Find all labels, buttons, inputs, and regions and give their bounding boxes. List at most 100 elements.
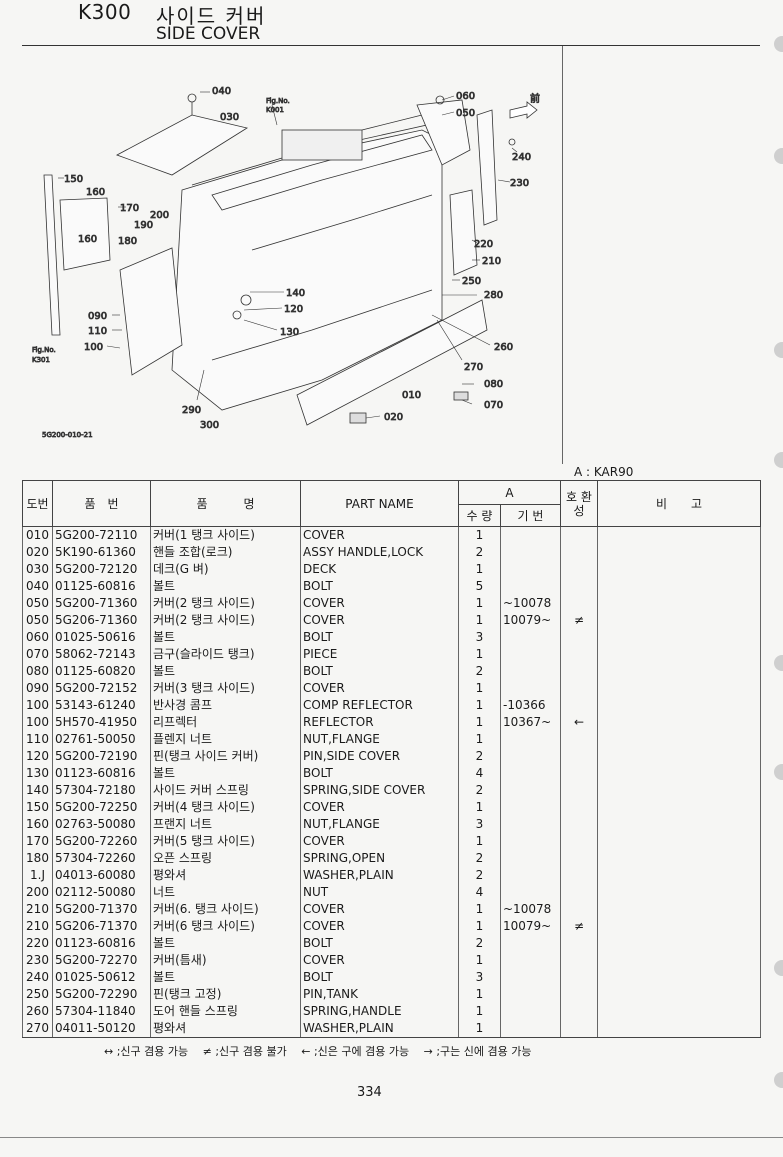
remarks-cell xyxy=(597,765,761,782)
korean-name-cell: 핀(탱크 고정) xyxy=(150,986,301,1003)
ref-no-cell: 120 xyxy=(22,748,53,765)
diagram-column-divider xyxy=(562,46,563,464)
korean-name-cell: 데크(G 벼) xyxy=(150,561,301,578)
header-remarks: 비 고 xyxy=(597,480,761,527)
ref-no-cell: 210 xyxy=(22,918,53,935)
part-name-cell: REFLECTOR xyxy=(300,714,459,731)
korean-name-cell: 커버(5 탱크 사이드) xyxy=(150,833,301,850)
quantity-cell: 1 xyxy=(458,680,501,697)
quantity-cell: 1 xyxy=(458,646,501,663)
ref-no-cell: 170 xyxy=(22,833,53,850)
callout-080: 080 xyxy=(484,379,503,390)
korean-name-cell: 커버(3 탱크 사이드) xyxy=(150,680,301,697)
compatibility-cell xyxy=(560,544,598,561)
part-number-cell: 5G200-71360 xyxy=(52,595,151,612)
ref-no-cell: 130 xyxy=(22,765,53,782)
header-name-korean: 품 명 xyxy=(150,480,301,527)
part-name-cell: BOLT xyxy=(300,663,459,680)
ref-no-cell: 030 xyxy=(22,561,53,578)
korean-name-cell: 볼트 xyxy=(150,765,301,782)
page-title-english: SIDE COVER xyxy=(156,24,261,44)
quantity-cell: 1 xyxy=(458,986,501,1003)
korean-name-cell: 볼트 xyxy=(150,629,301,646)
callout-020: 020 xyxy=(384,412,403,423)
callout-120: 120 xyxy=(284,304,303,315)
page-title-korean: 사이드 커버 xyxy=(156,4,267,28)
remarks-cell xyxy=(597,867,761,884)
part-number-cell: 01125-60816 xyxy=(52,578,151,595)
korean-name-cell: 프랜지 너트 xyxy=(150,816,301,833)
part-number-cell: 01123-60816 xyxy=(52,935,151,952)
quantity-cell: 1 xyxy=(458,731,501,748)
binder-hole-mark xyxy=(774,960,783,976)
part-name-cell: COVER xyxy=(300,799,459,816)
korean-name-cell: 금구(슬라이드 탱크) xyxy=(150,646,301,663)
korean-name-cell: 볼트 xyxy=(150,935,301,952)
part-name-cell: SPRING,SIDE COVER xyxy=(300,782,459,799)
serial-range-cell xyxy=(500,765,561,782)
remarks-cell xyxy=(597,544,761,561)
callout-270: 270 xyxy=(464,362,483,373)
ref-no-cell: 160 xyxy=(22,816,53,833)
quantity-cell: 1 xyxy=(458,918,501,935)
ref-no-cell: 050 xyxy=(22,612,53,629)
serial-range-cell xyxy=(500,663,561,680)
serial-range-cell xyxy=(500,969,561,986)
ref-no-cell: 210 xyxy=(22,901,53,918)
remarks-cell xyxy=(597,748,761,765)
callout-160-lower: 160 xyxy=(78,234,97,245)
bracket-170 xyxy=(59,197,111,271)
ref-no-cell: 060 xyxy=(22,629,53,646)
compatibility-cell xyxy=(560,969,598,986)
part-number-cell: 02112-50080 xyxy=(52,884,151,901)
callout-250: 250 xyxy=(462,276,481,287)
remarks-cell xyxy=(597,952,761,969)
quantity-cell: 1 xyxy=(458,833,501,850)
tank-ridge xyxy=(251,194,433,251)
pin-120 xyxy=(232,310,242,320)
serial-range-cell xyxy=(500,731,561,748)
quantity-cell: 2 xyxy=(458,935,501,952)
cover-230 xyxy=(476,109,498,226)
compatibility-cell xyxy=(560,850,598,867)
compatibility-cell xyxy=(560,578,598,595)
tank-top-panel xyxy=(211,134,433,211)
serial-range-cell xyxy=(500,1020,561,1038)
part-name-cell: BOLT xyxy=(300,969,459,986)
part-number-cell: 5G200-72250 xyxy=(52,799,151,816)
part-name-cell: BOLT xyxy=(300,765,459,782)
remarks-cell xyxy=(597,782,761,799)
piece-070 xyxy=(453,391,469,401)
part-name-cell: COVER xyxy=(300,680,459,697)
ref-no-cell: 1.J xyxy=(22,867,53,884)
callout-060: 060 xyxy=(456,91,475,102)
serial-range-cell xyxy=(500,935,561,952)
deck-panel xyxy=(116,114,249,176)
ref-no-cell: 070 xyxy=(22,646,53,663)
compatibility-cell xyxy=(560,526,598,544)
ref-no-cell: 110 xyxy=(22,731,53,748)
compatibility-cell xyxy=(560,561,598,578)
part-number-cell: 5G200-72110 xyxy=(52,526,151,544)
compatibility-cell xyxy=(560,663,598,680)
korean-name-cell: 핸들 조합(로크) xyxy=(150,544,301,561)
serial-range-cell xyxy=(500,680,561,697)
binder-hole-mark xyxy=(774,452,783,468)
compatibility-cell: ≠ xyxy=(560,612,598,629)
callout-150: 150 xyxy=(64,174,83,185)
fig-ref-k301-label: Fig.No. xyxy=(32,346,56,354)
part-name-cell: NUT xyxy=(300,884,459,901)
callout-110: 110 xyxy=(88,326,107,337)
binder-hole-mark xyxy=(774,655,783,671)
header-serial-range: 기 번 xyxy=(500,504,561,527)
binder-hole-mark xyxy=(774,764,783,780)
remarks-cell xyxy=(597,1003,761,1020)
part-name-cell: COVER xyxy=(300,952,459,969)
remarks-cell xyxy=(597,526,761,544)
